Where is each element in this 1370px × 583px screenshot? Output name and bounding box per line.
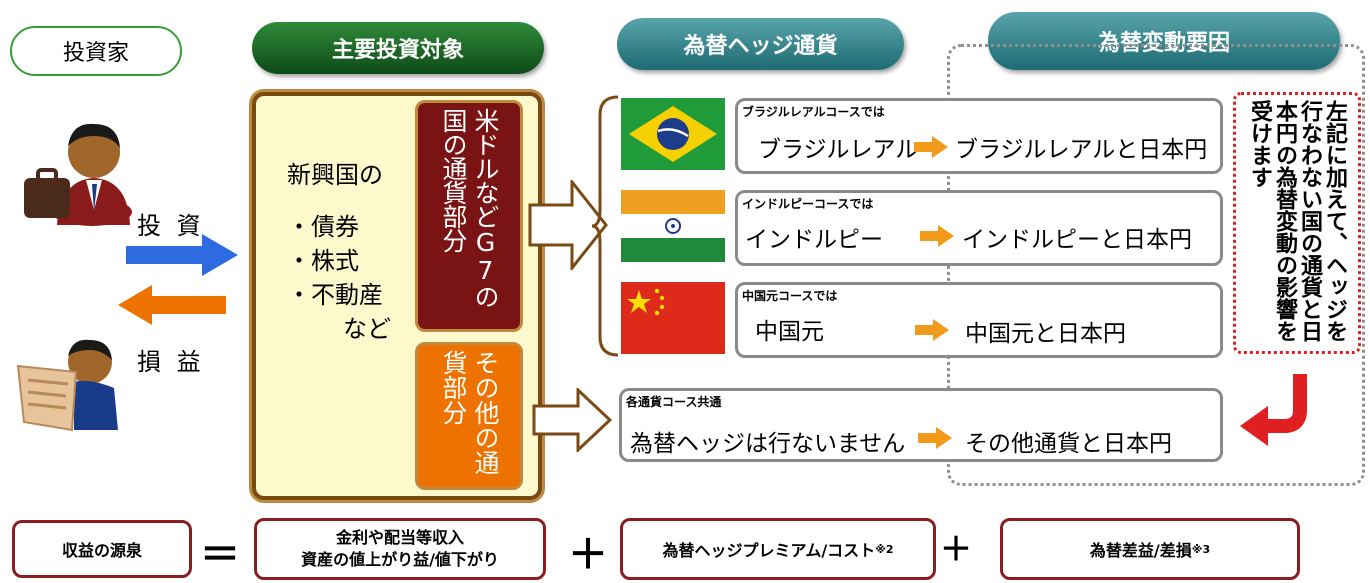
income-box: 金利や配当等収入 資産の値上がり益/値下がり: [254, 518, 546, 580]
course-india-currency: インドルピー: [745, 227, 883, 253]
income-source-label: 収益の源泉: [61, 541, 142, 560]
course-india-pair: インドルピーと日本円: [962, 227, 1192, 253]
course-box-india: [735, 190, 1223, 266]
fx-factors-header: 為替変動要因: [988, 12, 1340, 70]
returns-arrow-icon: [118, 285, 226, 325]
income-source-box: 収益の源泉: [12, 520, 192, 578]
main-targets-header: 主要投資対象: [252, 22, 544, 74]
main-targets-label: 主要投資対象: [331, 38, 464, 63]
equals-sign: ＝: [200, 532, 240, 578]
common-pair: その他通貨と日本円: [965, 431, 1172, 457]
common-arrow-icon: [918, 427, 952, 449]
course-box-china: [735, 282, 1223, 358]
other-currency-part: その他の通貨部分: [415, 342, 523, 490]
brazil-flag-icon: [621, 98, 725, 170]
other-currency-label: その他の通貨部分: [439, 350, 500, 475]
hedge-currency-label: 為替ヘッジ通貨: [683, 34, 838, 59]
g7-currency-label: 米ドルなどG7の国の通貨部分: [439, 108, 500, 308]
assets-line-bonds: ・債券: [287, 213, 359, 241]
assets-line-stocks: ・株式: [287, 247, 359, 275]
plus-sign-2: ＋: [940, 530, 973, 568]
assets-text: 新興国の ・債券 ・株式 ・不動産 など: [287, 158, 391, 346]
returns-label: 損 益: [137, 348, 205, 376]
investor-figure-icon: [24, 123, 132, 226]
assets-line-etc: など: [343, 315, 391, 343]
assets-line-emerging: 新興国の: [287, 161, 383, 189]
fx-gain-loss-box: 為替差益/差損※3: [1000, 518, 1300, 580]
course-china-arrow-icon: [915, 319, 949, 341]
invest-arrow-icon: [126, 234, 238, 276]
course-brazil-sub: ブラジルレアルコースでは: [742, 105, 885, 119]
investor-header-label: 投資家: [62, 41, 129, 66]
course-china-pair: 中国元と日本円: [965, 321, 1126, 347]
courses-brace: [591, 95, 619, 357]
fx-gain-loss-label: 為替差益/差損: [1089, 541, 1192, 560]
common-course-box: [619, 388, 1223, 462]
course-brazil-arrow-icon: [914, 136, 948, 158]
hedge-currency-header: 為替ヘッジ通貨: [617, 18, 904, 70]
hedge-premium-box: 為替ヘッジプレミアム/コスト※2: [620, 518, 936, 580]
investor-header: 投資家: [10, 26, 182, 76]
common-currency: 為替ヘッジは行ないません: [630, 431, 906, 457]
fx-note-text: 左記に加えて、ヘッジを行なわない国の通貨と日本円の為替変動の影響を受けます: [1247, 100, 1347, 342]
course-brazil-currency: ブラジルレアル: [758, 137, 919, 163]
income-line-2: 資産の値上がり益/値下がり: [301, 550, 499, 569]
note-to-common-arrow-icon: [1240, 374, 1307, 446]
fx-gain-loss-mark: ※3: [1191, 542, 1211, 556]
hedge-premium-mark: ※2: [875, 542, 894, 556]
course-china-currency: 中国元: [755, 319, 824, 345]
fx-note-box: 左記に加えて、ヘッジを行なわない国の通貨と日本円の為替変動の影響を受けます: [1233, 92, 1361, 354]
course-brazil-pair: ブラジルレアルと日本円: [955, 137, 1208, 163]
common-sub: 各通貨コース共通: [626, 395, 722, 409]
course-india-sub: インドルピーコースでは: [742, 197, 874, 211]
invest-label: 投 資: [137, 212, 205, 240]
course-china-sub: 中国元コースでは: [742, 289, 838, 303]
course-india-arrow-icon: [920, 225, 954, 247]
assets-line-realestate: ・不動産: [287, 281, 383, 309]
g7-currency-part: 米ドルなどG7の国の通貨部分: [415, 100, 523, 332]
plus-sign-1: ＋: [568, 532, 608, 578]
newspaper-reader-icon: [16, 339, 118, 432]
india-flag-icon: [621, 190, 725, 262]
income-line-1: 金利や配当等収入: [335, 528, 464, 547]
fx-factors-label: 為替変動要因: [1097, 31, 1230, 56]
g7-to-courses-arrow-icon: [528, 180, 608, 270]
course-box-brazil: [735, 98, 1223, 174]
other-to-common-arrow-icon: [532, 388, 612, 452]
hedge-premium-label: 為替ヘッジプレミアム/コスト: [662, 541, 876, 560]
china-flag-icon: [621, 282, 725, 354]
